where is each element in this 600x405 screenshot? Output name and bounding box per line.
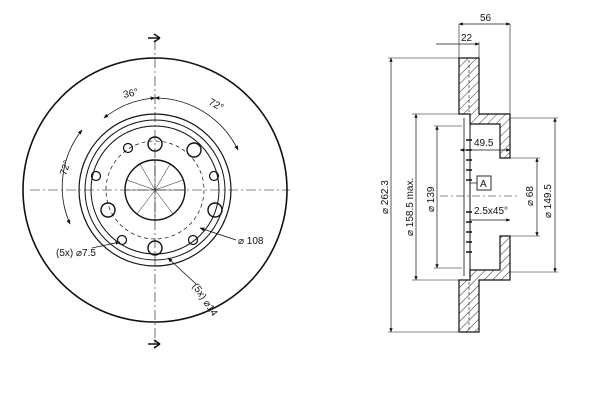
pilot-hole (100, 202, 116, 218)
outer-diameter-label: ⌀ 262.3 (380, 180, 391, 214)
disc-outer-edge (22, 57, 288, 323)
bolt-holes-leader (91, 241, 121, 249)
datum-label: A (480, 179, 487, 190)
center-bore-label: ⌀ 68 (525, 186, 536, 206)
angle-36-arc (103, 96, 156, 119)
section-arrow-top (148, 33, 161, 43)
section-arrow-bottom (148, 339, 161, 349)
bolt-holes (90, 142, 220, 246)
hat-depth-label: 49.5 (474, 138, 494, 149)
radial-construction-lines (125, 160, 185, 220)
angle-72-top-arc (154, 96, 239, 151)
bolt-hole (116, 234, 128, 246)
chamfer-label: 2.5x45° (474, 206, 508, 217)
bolt-hole (122, 142, 134, 154)
angle-72-top-label: 72° (207, 97, 226, 114)
bolt-hole (208, 170, 220, 182)
max-friction-diameter-label: ⌀ 158.5 max. (405, 178, 416, 236)
bolt-circle-label: ⌀ 108 (238, 236, 264, 247)
angle-36-label: 36° (122, 87, 139, 101)
angle-72-left-label: 72° (58, 159, 73, 177)
bolt-holes-label: (5x) ⌀7.5 (56, 248, 96, 259)
disc-thickness-label: 22 (461, 33, 473, 44)
pilot-hole (147, 240, 163, 256)
angle-72-left-arc (61, 129, 83, 225)
pilot-holes-label: (5x) ⌀14 (190, 282, 220, 319)
hat-inner-diameter-label: ⌀ 149.5 (543, 184, 554, 218)
pilot-holes-leader (167, 257, 197, 285)
bolt-hole (90, 170, 102, 182)
pilot-hole (207, 202, 223, 218)
overall-thickness-label: 56 (480, 13, 492, 24)
bolt-circle-leader (199, 227, 237, 241)
section-view: 56 22 49.5 A 2.5x45° ⌀ 262.3 ⌀ 158.5 max… (380, 13, 558, 333)
disc-section-lower (458, 235, 511, 333)
bolt-hole (187, 234, 199, 246)
pilot-hole (186, 142, 202, 158)
front-view: 36° 72° 72° (5x) ⌀7.5 (5x) ⌀14 ⌀ 108 (22, 33, 290, 349)
disc-section-upper (458, 57, 511, 159)
hat-diameter-label: ⌀ 139 (426, 186, 437, 212)
bolt-circle-line (105, 140, 205, 240)
